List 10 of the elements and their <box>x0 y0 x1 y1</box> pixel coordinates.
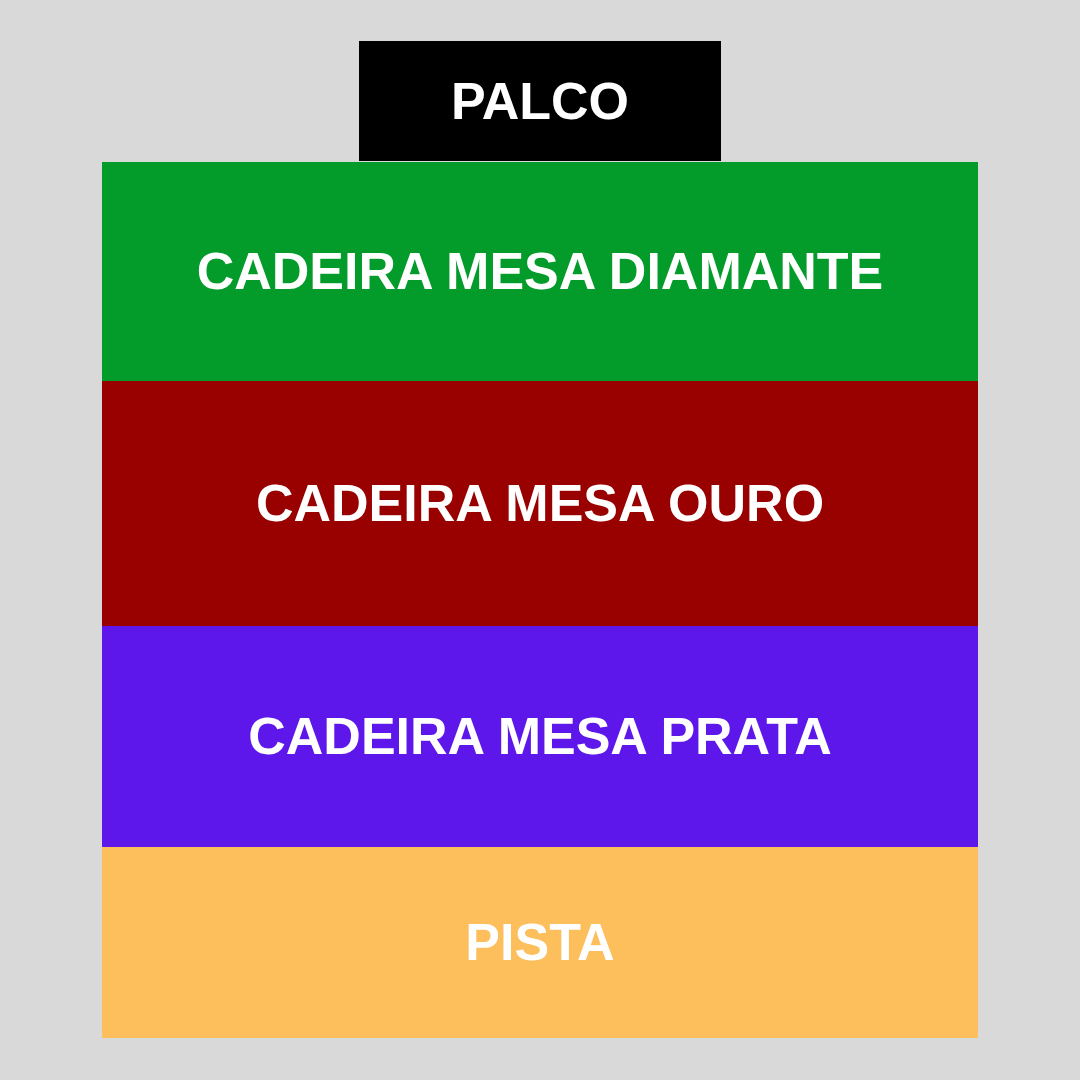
zone-label: CADEIRA MESA DIAMANTE <box>195 241 885 302</box>
seating-zone <box>102 626 978 847</box>
stage-box <box>359 41 721 161</box>
dance-floor-zone <box>102 847 978 1038</box>
zone-label: PISTA <box>464 912 616 973</box>
seating-zone <box>102 381 978 626</box>
zone-label: CADEIRA MESA OURO <box>254 473 826 534</box>
zone-label: PALCO <box>449 70 631 132</box>
zone-label: CADEIRA MESA PRATA <box>247 706 833 767</box>
seating-zone <box>102 162 978 381</box>
